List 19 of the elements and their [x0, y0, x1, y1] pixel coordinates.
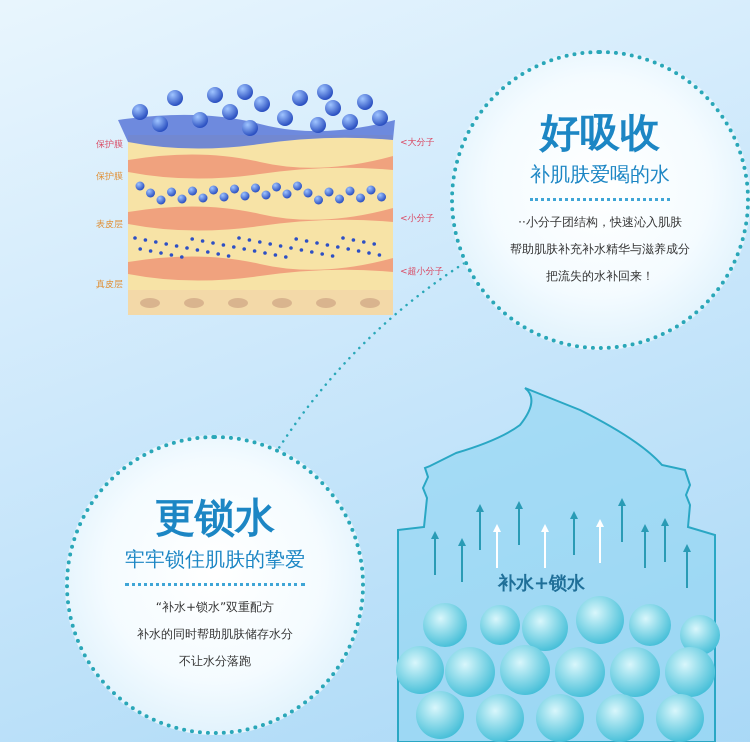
layer-label: 真皮层: [96, 278, 123, 291]
heading: 更锁水: [155, 496, 275, 540]
body-text: 不让水分落跑: [179, 652, 251, 670]
layer-label: 表皮层: [96, 218, 123, 231]
dotted-connector: [277, 262, 466, 450]
body-text: “补水+锁水”双重配方: [156, 598, 274, 616]
body-text: ··小分子团结构，快速沁入肌肤: [518, 214, 682, 230]
layer-label: 保护膜: [96, 138, 123, 151]
molecule-label: <小分子: [400, 212, 435, 225]
body-text: 补水的同时帮助肌肤储存水分: [137, 626, 293, 642]
heading: 好吸收: [540, 110, 660, 154]
subheading: 牢牢锁住肌肤的挚爱: [125, 546, 305, 586]
subheading: 补肌肤爱喝的水: [530, 160, 670, 200]
jar-caption: 补水+锁水: [498, 572, 586, 595]
molecule-label: <超小分子: [400, 266, 444, 278]
molecule-label: <大分子: [400, 136, 435, 149]
layer-label: 保护膜: [96, 170, 123, 183]
body-text: 帮助肌肤补充补水精华与滋养成分: [510, 240, 690, 258]
body-text: 把流失的水补回来！: [546, 268, 654, 284]
